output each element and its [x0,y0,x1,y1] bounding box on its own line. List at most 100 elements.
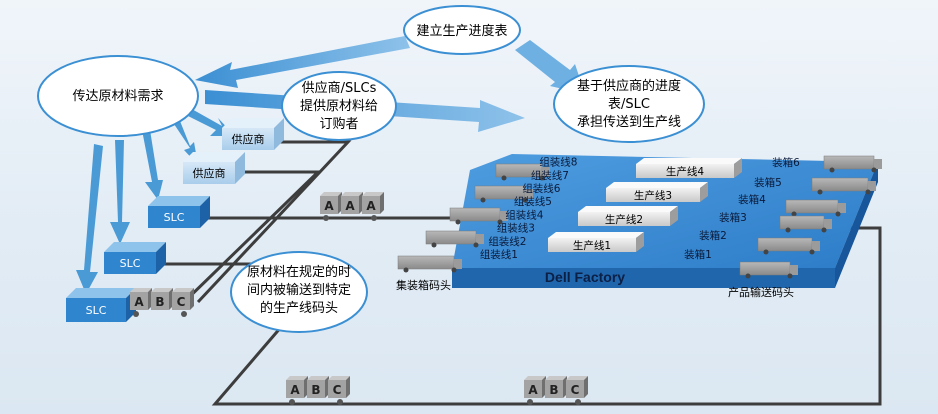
packing-station-1: 装箱1 [684,248,712,261]
bubble-suppliers-line1: 供应商/SLCs [302,80,377,96]
crate-letter: C [571,383,580,397]
crate: A [130,288,152,310]
truck [811,177,876,195]
crate-letter: C [177,295,186,309]
crate: C [328,376,350,398]
factory-title: Dell Factory [545,269,625,285]
bubble-on-time-line1: 原材料在规定的时 [247,264,351,280]
inbound-dock-label: 集装箱码头 [396,278,451,292]
bubble-demand: 传达原材料需求 [37,55,199,137]
truck [397,255,462,273]
source-box-supplier_1: 供应商 [222,118,284,150]
source-label-slc_2: SLC [120,257,141,270]
outbound-dock-label: 产品输送码头 [728,285,794,299]
assembly-line-3: 组装线3 [497,222,535,235]
assembly-line-1: 组装线1 [480,248,518,261]
crate: B [307,376,329,398]
crate: A [286,376,308,398]
truck [823,155,882,173]
assembly-line-2: 组装线2 [488,235,526,248]
production-line-label: 生产线4 [666,165,704,178]
production-line-label: 生产线1 [573,239,611,252]
crate-letter: B [549,383,558,397]
crate: C [566,376,588,398]
production-line-3: 生产线3 [606,182,708,202]
bubble-slc-line2: 表/SLC [608,97,650,112]
packing-stations: 装箱1 装箱2 装箱3 装箱4 装箱5 装箱6 [684,156,800,261]
crate-letter: C [333,383,342,397]
source-label-supplier_1: 供应商 [232,132,265,146]
truck [739,261,798,279]
bubble-suppliers-line3: 订购者 [319,116,358,132]
packing-station-2: 装箱2 [699,229,727,242]
factory-front [452,268,835,288]
truck [785,199,846,217]
crate: A [341,192,363,214]
truck [757,237,820,255]
crate-letter: A [366,199,376,213]
source-box-supplier_2: 供应商 [183,152,245,184]
arrow-schedule-to-demand [195,36,410,88]
assembly-line-5: 组装线5 [514,195,552,208]
crate: B [545,376,567,398]
packing-station-3: 装箱3 [719,211,747,224]
crate-letter: A [290,383,300,397]
bubble-suppliers-line2: 提供原材料给 [300,98,378,114]
production-line-4: 生产线4 [636,158,742,178]
bubble-slc-line1: 基于供应商的进度 [577,78,681,94]
source-box-slc_2: SLC [104,242,166,274]
source-label-supplier_2: 供应商 [193,166,226,180]
production-line-label: 生产线2 [605,213,643,226]
assembly-line-4: 组装线4 [505,208,543,221]
truck [425,230,484,248]
production-lines: 生产线1 生产线2 生产线3 生产线4 [548,158,742,252]
packing-station-6: 装箱6 [772,156,800,169]
assembly-line-8: 组装线8 [539,156,577,169]
crate: A [320,192,342,214]
crate-letter: B [311,383,320,397]
source-box-slc_3: SLC [66,288,136,322]
packing-station-5: 装箱5 [754,176,782,189]
trucks [397,155,882,279]
bubble-slc-deliver: 基于供应商的进度 表/SLC 承担传送到生产线 [553,65,705,143]
truck [474,185,533,203]
bubble-demand-text: 传达原材料需求 [72,89,163,104]
bubble-schedule: 建立生产进度表 [403,5,521,55]
crate-letter: A [324,199,334,213]
production-line-1: 生产线1 [548,232,644,252]
bubble-slc-line3: 承担传送到生产线 [577,115,681,130]
production-line-label: 生产线3 [634,189,672,202]
crate: C [172,288,194,310]
crate-letter: A [345,199,355,213]
bubble-on-time-line2: 间内被输送到特定 [247,282,351,298]
arrow-schedule-to-slc [515,40,585,94]
bubble-suppliers-deliver: 供应商/SLCs 提供原材料给 订购者 [281,71,397,141]
bubble-on-time: 原材料在规定的时 间内被输送到特定 的生产线码头 [230,251,368,333]
assembly-line-6: 组装线6 [522,182,560,195]
crate-letter: B [155,295,164,309]
truck [449,207,508,225]
crate-letter: A [528,383,538,397]
crate: A [524,376,546,398]
source-label-slc_1: SLC [164,211,185,224]
source-box-slc_1: SLC [148,196,210,228]
source-label-slc_3: SLC [86,304,107,317]
truck [779,215,832,233]
truck [495,163,550,181]
packing-station-4: 装箱4 [738,193,766,206]
crate: B [151,288,173,310]
production-line-2: 生产线2 [578,206,678,226]
crate-letter: A [134,295,144,309]
crate: A [362,192,384,214]
demand-arrows [76,108,235,294]
bubble-schedule-text: 建立生产进度表 [416,23,507,39]
